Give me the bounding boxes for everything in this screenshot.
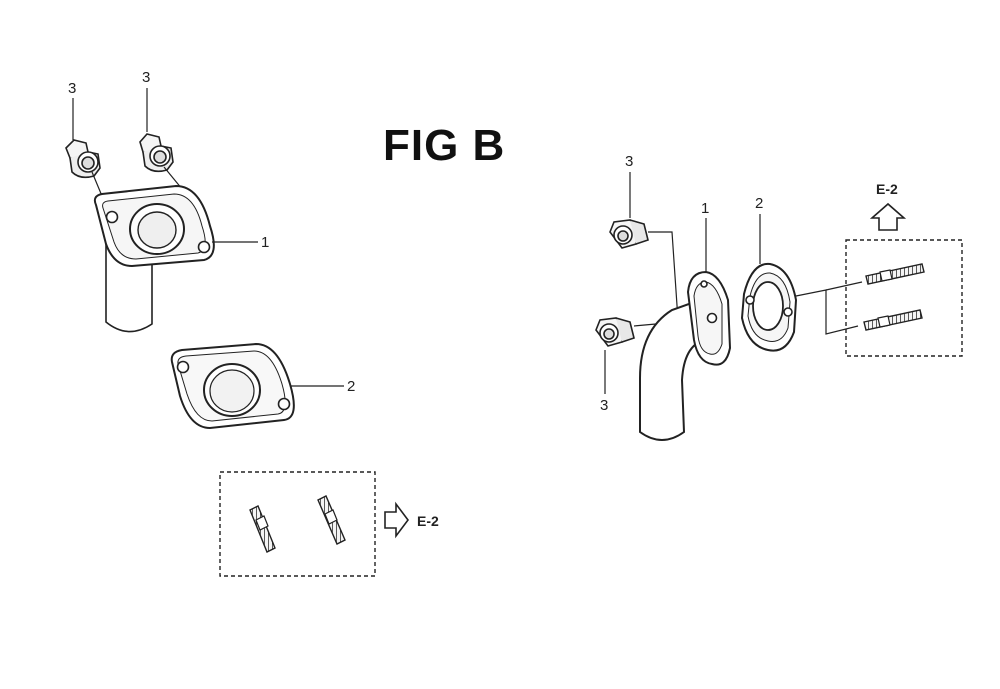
left-view [66, 134, 409, 577]
right-flange-pipe [640, 272, 730, 440]
right-stud-2 [864, 310, 922, 330]
left-ref-label: E-2 [417, 513, 439, 529]
right-stud-box [845, 239, 963, 357]
left-callout-bolt-a: 3 [68, 80, 76, 97]
left-flange-pipe [95, 186, 214, 332]
left-gasket [172, 344, 294, 428]
right-ref-label: E-2 [876, 181, 898, 197]
right-bolt-top [610, 220, 648, 248]
right-view [596, 202, 963, 440]
right-callout-flange-pipe: 1 [701, 200, 709, 217]
right-callout-bolt-top: 3 [625, 153, 633, 170]
right-callout-bolt-bottom: 3 [600, 397, 608, 414]
left-stud-2 [318, 496, 345, 544]
left-stud-1 [250, 506, 275, 552]
left-stud-box [219, 471, 376, 577]
right-gasket [742, 264, 796, 351]
left-callout-flange-pipe: 1 [261, 234, 269, 251]
left-bolt-b [140, 134, 173, 171]
right-bolt-bottom [596, 318, 634, 346]
left-ref-arrow-icon [384, 501, 409, 539]
right-ref-arrow-icon [869, 202, 907, 231]
right-stud-1 [866, 264, 924, 284]
left-callout-bolt-b: 3 [142, 69, 150, 86]
left-callout-gasket: 2 [347, 378, 355, 395]
left-bolt-a [66, 140, 100, 177]
figure-title: FIG B [383, 121, 506, 170]
right-callout-gasket: 2 [755, 195, 763, 212]
